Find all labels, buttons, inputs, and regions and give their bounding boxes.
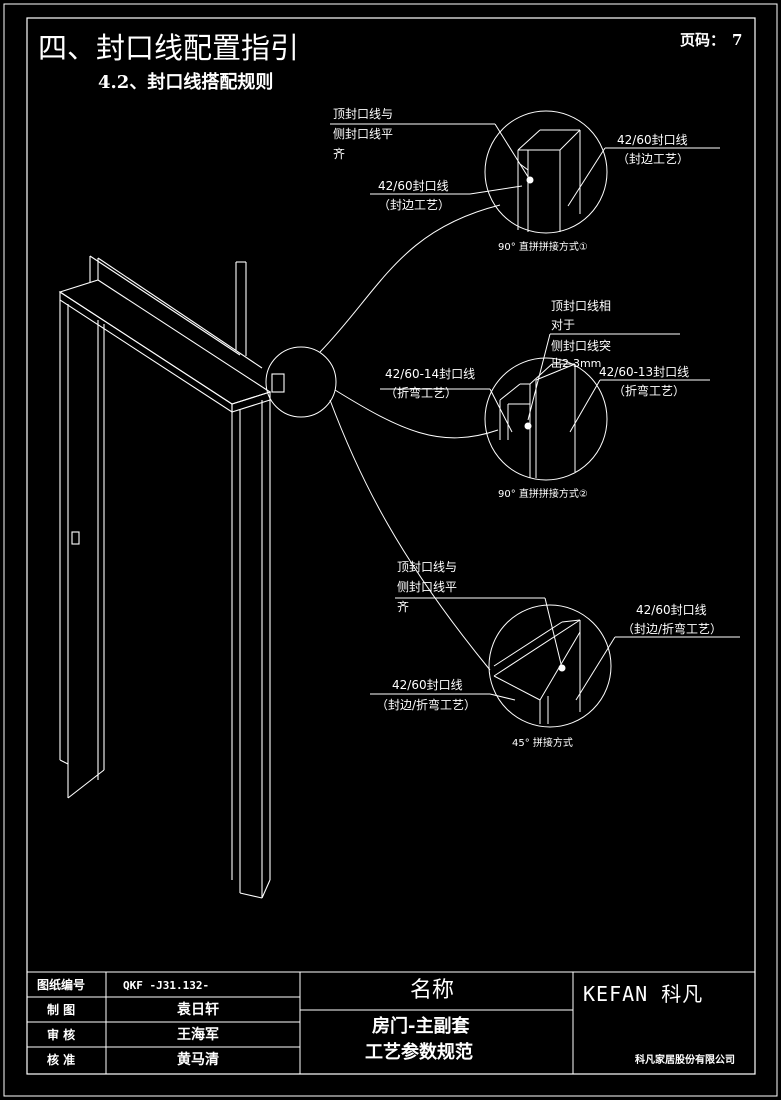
d3-note-line-2: 侧封口线平 xyxy=(397,580,458,594)
brand-logo: KEFAN 科凡 xyxy=(583,982,704,1006)
tb-name-header: 名称 xyxy=(410,978,455,1003)
d2-note-line-3: 侧封口线突 xyxy=(551,339,612,353)
tb-row-3-value: 王海军 xyxy=(177,1027,219,1043)
door-frame-drawing xyxy=(58,255,285,899)
joint-callout-circle xyxy=(265,346,337,418)
page-number-label: 页码： xyxy=(680,31,726,49)
page-number: 7 xyxy=(732,31,743,49)
d2-left-label-2: （折弯工艺） xyxy=(385,386,458,400)
d2-note-line-4: 出2-3mm xyxy=(551,357,602,370)
detail-3-diagram xyxy=(370,597,740,728)
d3-caption: 45° 拼接方式 xyxy=(512,738,573,749)
d1-note-line-2: 侧封口线平 xyxy=(333,127,394,141)
d3-left-label-2: （封边/折弯工艺） xyxy=(376,698,477,712)
d3-right-label-2: （封边/折弯工艺） xyxy=(622,622,723,636)
page-subtitle: 4.2、封口线搭配规则 xyxy=(98,72,274,93)
d3-note-line-1: 顶封口线与 xyxy=(397,560,458,574)
tb-name-line-2: 工艺参数规范 xyxy=(365,1042,473,1063)
tb-row-4-label: 核 准 xyxy=(47,1053,76,1067)
d1-left-label-1: 42/60封口线 xyxy=(378,179,449,193)
tb-company: 科凡家居股份有限公司 xyxy=(635,1055,735,1066)
d1-note-line-1: 顶封口线与 xyxy=(333,107,394,121)
d1-note-line-3: 齐 xyxy=(333,147,346,161)
title-block-grid xyxy=(27,971,755,1074)
detail-2-diagram xyxy=(380,333,710,481)
d1-left-label-2: （封边工艺） xyxy=(378,198,451,212)
inner-border xyxy=(26,17,756,1075)
d1-right-label-1: 42/60封口线 xyxy=(617,133,688,147)
tb-row-1-value: QKF -J31.132- xyxy=(123,979,210,992)
d1-caption: 90° 直拼拼接方式① xyxy=(498,242,588,253)
d2-note-line-1: 顶封口线相 xyxy=(551,299,612,313)
tb-row-4-value: 黄马清 xyxy=(177,1052,219,1068)
d2-caption: 90° 直拼拼接方式② xyxy=(498,489,588,500)
d2-note-line-2: 对于 xyxy=(551,318,576,332)
detail-callouts xyxy=(265,204,501,671)
detail-1-diagram xyxy=(330,110,720,234)
tb-row-1-label: 图纸编号 xyxy=(37,978,86,992)
d3-left-label-1: 42/60封口线 xyxy=(392,678,463,692)
page-title: 四、封口线配置指引 xyxy=(38,31,300,65)
d2-left-label-1: 42/60-14封口线 xyxy=(385,367,476,381)
title-block: 图纸编号 QKF -J31.132- 制 图 袁日轩 审 核 王海军 核 准 黄… xyxy=(27,972,755,1074)
d3-note-line-3: 齐 xyxy=(397,600,410,614)
tb-name-line-1: 房门-主副套 xyxy=(372,1016,470,1037)
d1-right-label-2: （封边工艺） xyxy=(617,152,690,166)
tb-row-2-label: 制 图 xyxy=(47,1003,76,1017)
tb-row-3-label: 审 核 xyxy=(47,1028,76,1042)
d2-right-label-2: （折弯工艺） xyxy=(613,384,686,398)
d3-right-label-1: 42/60封口线 xyxy=(636,603,707,617)
d2-right-label-1: 42/60-13封口线 xyxy=(599,365,690,379)
outer-border xyxy=(3,3,778,1097)
tb-row-2-value: 袁日轩 xyxy=(177,1002,219,1018)
